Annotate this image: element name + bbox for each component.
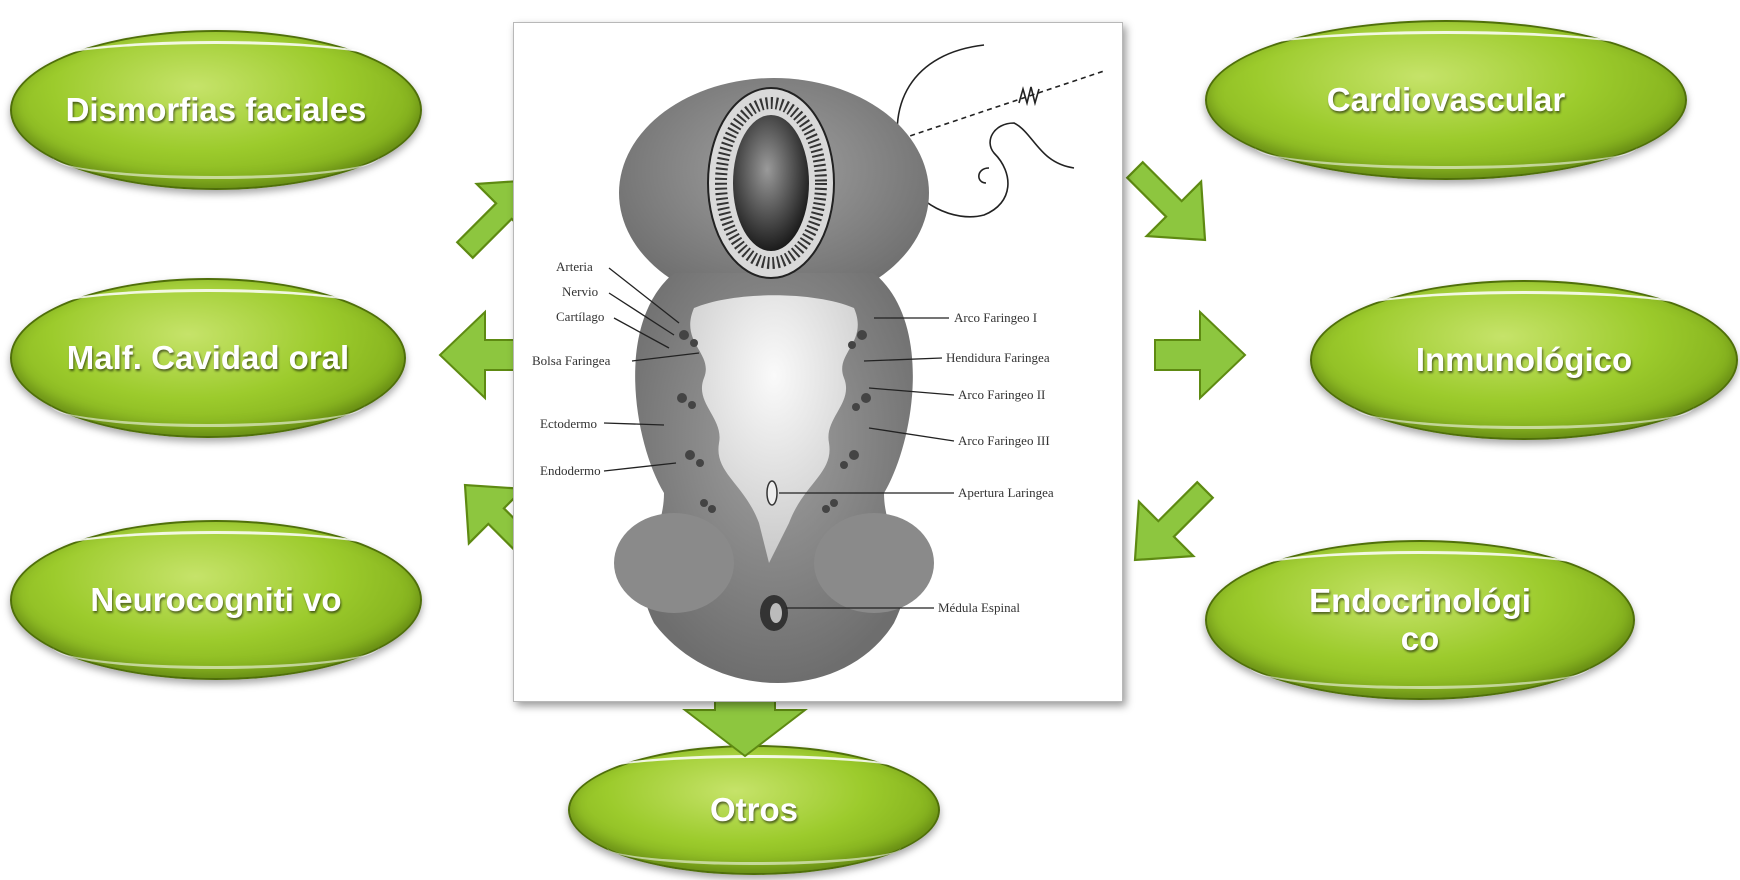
arrow-to-cardiovascular <box>1115 150 1225 260</box>
node-label: Malf. Cavidad oral <box>63 339 353 377</box>
label-medula: Médula Espinal <box>938 600 1020 615</box>
node-dismorfias-faciales: Dismorfias faciales <box>10 30 422 190</box>
node-endocrinologico: Endocrinológi co <box>1205 540 1635 700</box>
arrow-to-inmunologico <box>1145 300 1255 410</box>
label-arco-1: Arco Faringeo I <box>954 310 1037 325</box>
label-arco-2: Arco Faringeo II <box>958 387 1045 402</box>
embryo-section <box>614 78 934 683</box>
label-arteria: Arteria <box>556 259 593 274</box>
node-label: Neurocogniti vo <box>90 581 343 619</box>
pharyngeal-arches-figure: Arteria Nervio Cartílago Bolsa Faringea … <box>513 22 1123 702</box>
node-label: Inmunológico <box>1367 341 1681 379</box>
label-bolsa-faringea: Bolsa Faringea <box>532 353 611 368</box>
node-neurocognitivo: Neurocogniti vo <box>10 520 422 680</box>
label-hendidura: Hendidura Faringea <box>946 350 1050 365</box>
label-ectodermo: Ectodermo <box>540 416 597 431</box>
node-otros: Otros <box>568 745 940 875</box>
node-label: Dismorfias faciales <box>65 91 367 129</box>
node-label: Endocrinológi co <box>1288 582 1552 658</box>
node-malf-cavidad-oral: Malf. Cavidad oral <box>10 278 406 438</box>
label-nervio: Nervio <box>562 284 598 299</box>
embryo-illustration: Arteria Nervio Cartílago Bolsa Faringea … <box>514 23 1122 701</box>
node-label: Otros <box>618 791 890 829</box>
arrow-to-endocrinologico <box>1115 470 1225 580</box>
node-cardiovascular: Cardiovascular <box>1205 20 1687 180</box>
node-inmunologico: Inmunológico <box>1310 280 1738 440</box>
label-cartilago: Cartílago <box>556 309 604 324</box>
label-endodermo: Endodermo <box>540 463 601 478</box>
node-label: Cardiovascular <box>1269 81 1623 119</box>
label-apertura: Apertura Laringea <box>958 485 1054 500</box>
label-arco-3: Arco Faringeo III <box>958 433 1050 448</box>
